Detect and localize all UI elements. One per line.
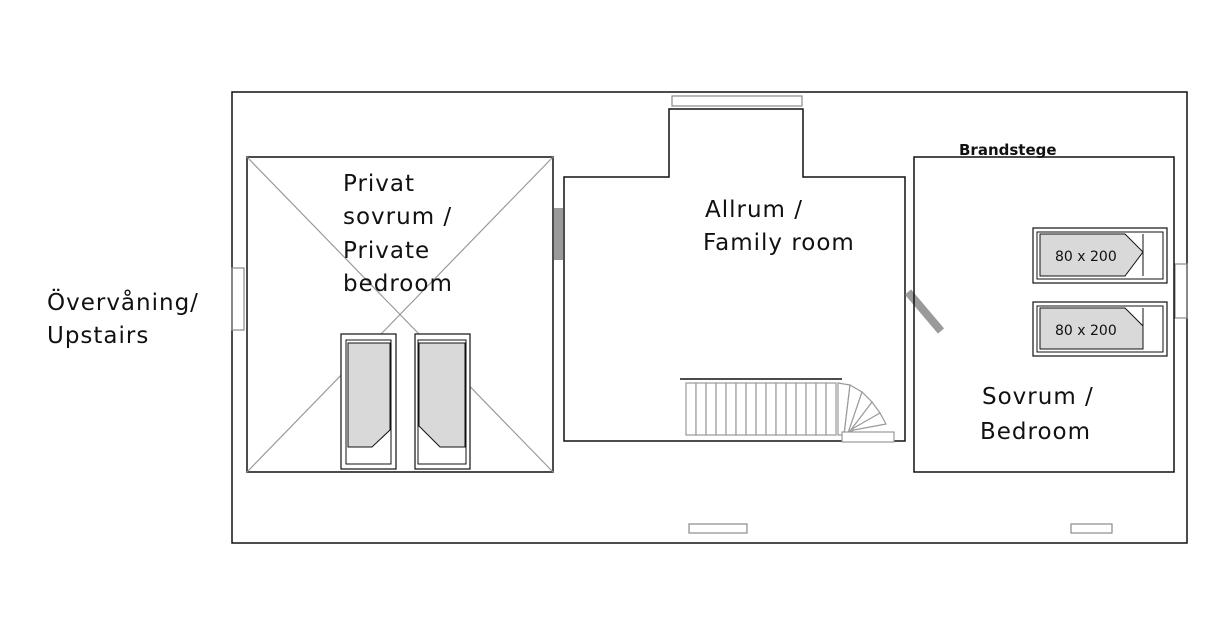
family-room: [563, 108, 945, 443]
private-bedroom-label-2: sovrum /: [343, 204, 452, 230]
private-bedroom: [246, 156, 563, 473]
bed: [1032, 227, 1168, 284]
private-bedroom-label-1: Privat: [343, 171, 415, 197]
window-right: [1174, 263, 1188, 319]
fire-escape-label: Brandstege: [959, 141, 1057, 159]
floor-label-line1: Övervåning/: [47, 288, 199, 316]
private-bedroom-label-3: Private: [343, 238, 430, 264]
unavailable-cross-2: [246, 156, 554, 473]
private-bedroom-label-4: bedroom: [343, 271, 453, 297]
bed-size-label: 80 x 200: [1055, 323, 1117, 339]
bed: [340, 333, 397, 470]
bed: [1032, 301, 1168, 357]
bedroom: [913, 156, 1175, 473]
window-bottom-1: [688, 523, 748, 534]
bedroom-label-1: Sovrum /: [982, 384, 1094, 410]
bed-size-label: 80 x 200: [1055, 249, 1117, 265]
window-top: [671, 95, 803, 107]
window-left: [231, 267, 245, 331]
family-room-label-2: Family room: [703, 230, 855, 256]
bed: [414, 333, 471, 470]
staircase: [685, 382, 895, 443]
door-private-bedroom: [554, 208, 563, 260]
floor-label-line2: Upstairs: [47, 323, 149, 349]
window-bottom-2: [1070, 523, 1113, 534]
family-room-label-1: Allrum /: [705, 197, 803, 223]
door-family-room: [904, 289, 945, 334]
bedroom-label-2: Bedroom: [980, 419, 1091, 445]
